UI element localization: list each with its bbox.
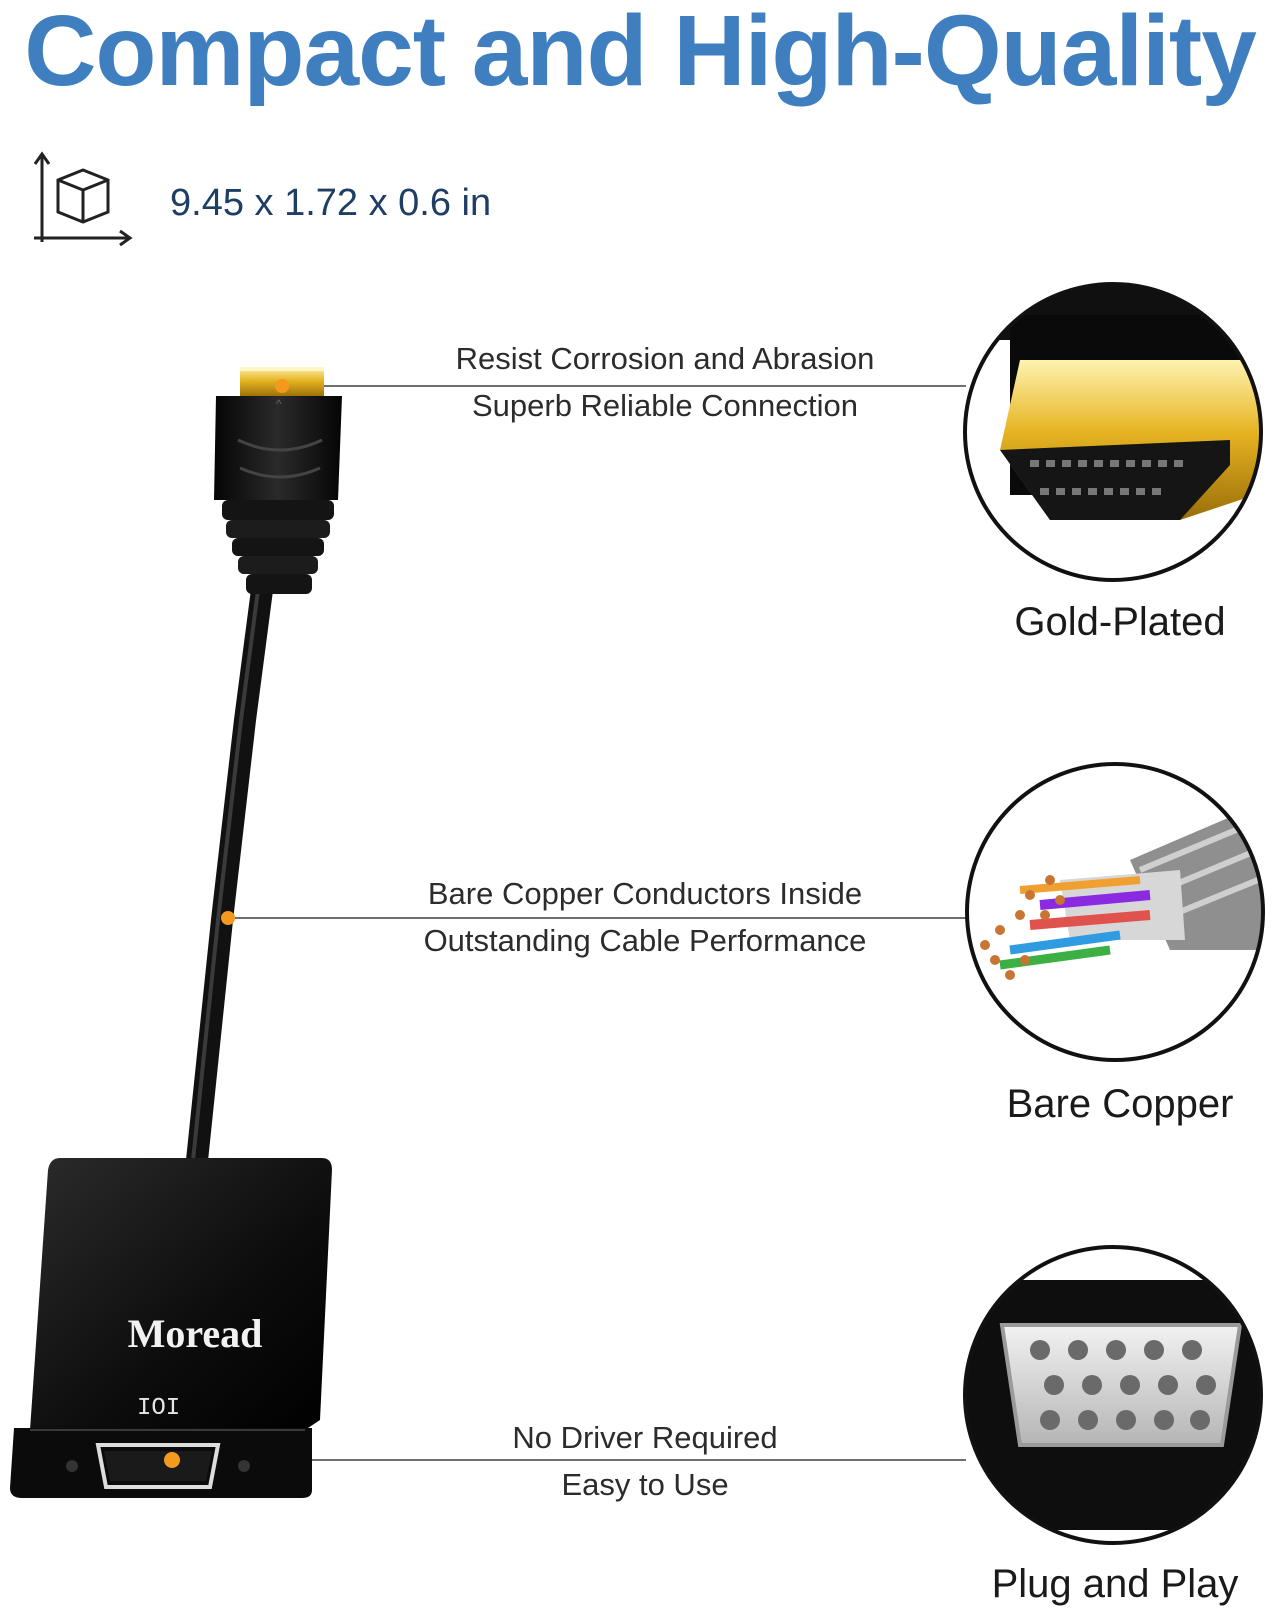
vga-port-symbol: IOI [137, 1395, 181, 1422]
box-dimension-icon [33, 151, 133, 247]
badge-label-gold-plated: Gold-Plated [1014, 600, 1226, 644]
hdmi-gold-plug-icon [963, 282, 1263, 582]
copper-wire-icon [965, 762, 1265, 1062]
badge-label-bare-copper: Bare Copper [1006, 1082, 1234, 1126]
badge-label-plug-and-play: Plug and Play [991, 1562, 1239, 1606]
vga-port-icon [963, 1245, 1263, 1545]
brand-logo: Moread [127, 1311, 263, 1356]
callout-line: Easy to Use [561, 1467, 729, 1502]
callout-line: Superb Reliable Connection [471, 388, 859, 423]
callout-line: Resist Corrosion and Abrasion [455, 341, 875, 376]
callout-plug-and-play: No Driver Required Easy to Use [380, 1414, 910, 1508]
callout-line: Outstanding Cable Performance [423, 923, 867, 958]
callout-line: Bare Copper Conductors Inside [427, 876, 863, 911]
page-headline: Compact and High-Quality [24, 0, 1257, 107]
callout-gold-plated: Resist Corrosion and Abrasion Superb Rel… [400, 335, 930, 429]
callout-bare-copper: Bare Copper Conductors Inside Outstandin… [380, 870, 910, 964]
dimensions-text: 9.45 x 1.72 x 0.6 in [170, 182, 492, 224]
svg-text:^: ^ [276, 397, 282, 411]
callout-line: No Driver Required [512, 1420, 778, 1455]
